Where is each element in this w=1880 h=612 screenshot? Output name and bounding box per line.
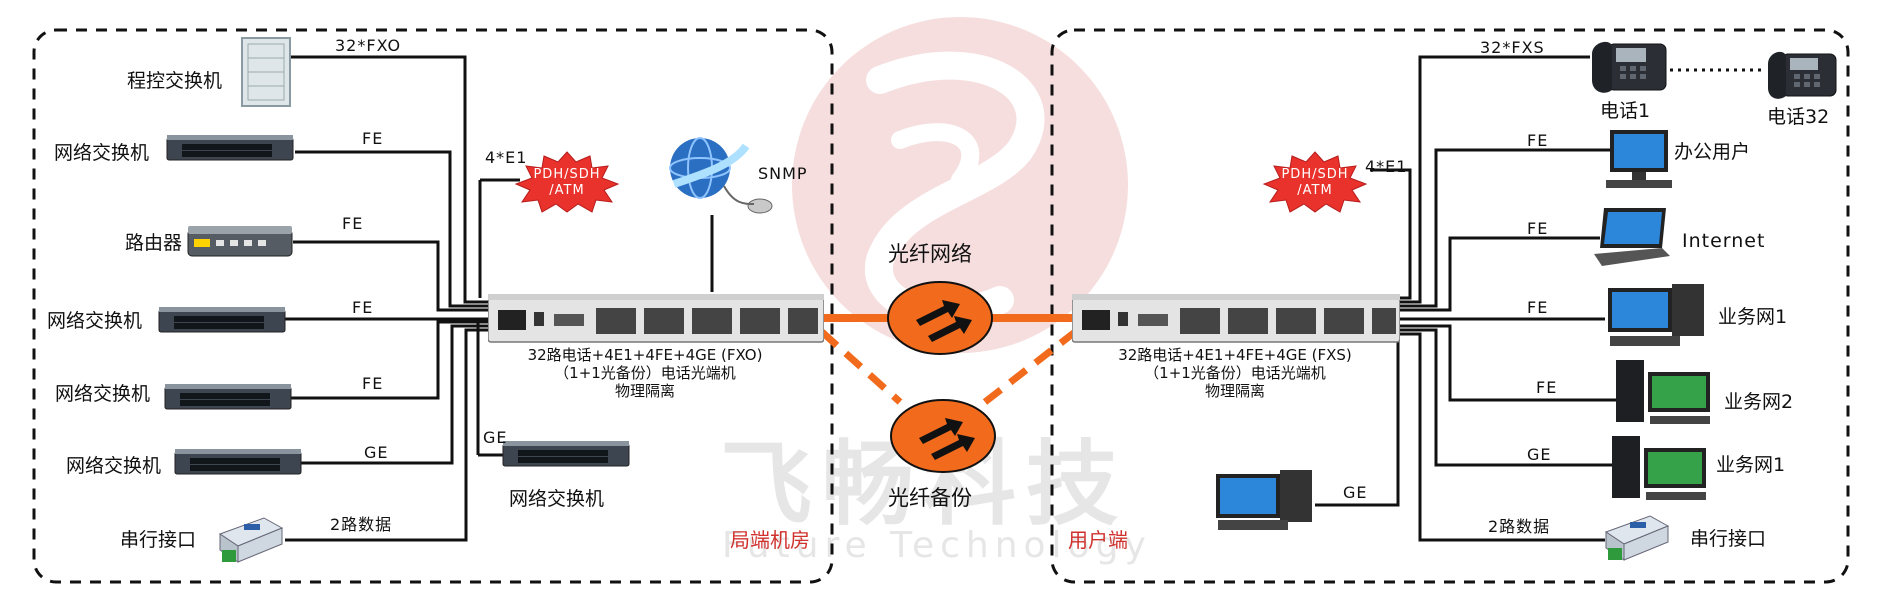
central-device-label-3: 网络交换机 [47,310,143,332]
fiber-main-label: 光纤网络 [888,242,972,266]
fiber-backup-line [819,329,1078,405]
central-device-label-2: 路由器 [125,232,183,254]
central-e1-label: 4*E1 [485,148,528,167]
central-link-0: 32*FXO [335,36,402,55]
network-switch-icon [502,441,630,467]
remote-device-label-0: 办公用户 [1674,141,1751,163]
central-device-line1: 32路电话+4E1+4FE+4GE (FXO) [527,346,763,364]
fiber-network-icon [887,281,993,355]
central-network-label: PDH/SDH /ATM [533,167,601,198]
remote-phone-link: 32*FXS [1480,38,1545,57]
central-device-label-6: 串行接口 [120,529,197,551]
central-link-4: FE [362,374,384,393]
remote-pc-link: GE [1343,483,1368,502]
central-device-label-4: 网络交换机 [55,383,151,405]
remote-optical-terminal [1072,294,1400,343]
remote-device-line2: （1+1光备份）电话光端机 [1144,364,1326,382]
remote-region-border [1050,28,1850,584]
serial-converter-icon [218,517,284,563]
serial-converter-icon [1604,515,1670,561]
network-switch-icon [164,384,292,410]
remote-device-label-2: 业务网1 [1718,306,1788,328]
central-device-label-1: 网络交换机 [54,142,150,164]
phone-icon [1592,41,1667,93]
phone32-label: 电话32 [1767,106,1830,128]
central-region-title: 局端机房 [730,528,810,552]
central-region-border [32,28,834,584]
network-switch-icon [158,307,286,333]
central-device-line2: （1+1光备份）电话光端机 [554,364,736,382]
remote-device-line1: 32路电话+4E1+4FE+4GE (FXS) [1118,346,1352,364]
central-link-6: 2路数据 [330,515,393,534]
remote-e1-label: 4*E1 [1365,157,1408,176]
desktop-pc-icon [1612,436,1706,500]
remote-link-1: FE [1527,219,1549,238]
watermark-en: Future Technology [722,525,1152,566]
remote-device-line3: 物理隔离 [1204,382,1265,400]
snmp-label: SNMP [758,164,808,183]
phone1-label: 电话1 [1600,100,1651,122]
remote-link-0: FE [1527,131,1549,150]
remote-device-label-1: Internet [1682,230,1766,252]
central-link-5: GE [364,443,389,462]
central-device-line3: 物理隔离 [614,382,675,400]
remote-device-label-3: 业务网2 [1724,391,1794,413]
remote-link-5: 2路数据 [1488,517,1551,536]
desktop-pc-icon [1616,360,1710,424]
ge-switch-label: 网络交换机 [509,488,605,510]
desktop-pc-icon [1608,284,1704,346]
phone-icon [1768,51,1837,99]
central-link-3: FE [352,298,374,317]
remote-device-label-4: 业务网1 [1716,454,1786,476]
remote-link-2: FE [1527,298,1549,317]
pbx-cabinet-icon [241,37,291,107]
central-link-1: FE [362,129,384,148]
fiber-backup-label: 光纤备份 [888,486,972,510]
central-device-label-5: 网络交换机 [66,455,162,477]
laptop-icon [1594,208,1670,266]
desktop-pc-icon [1216,470,1312,530]
ge-switch-link: GE [483,428,508,447]
remote-network-label: PDH/SDH /ATM [1281,167,1349,198]
router-icon [187,226,293,257]
remote-link-4: GE [1527,445,1552,464]
central-link-2: FE [342,214,364,233]
central-optical-terminal [488,294,824,343]
monitor-icon [1606,130,1672,188]
central-device-label-0: 程控交换机 [127,70,223,92]
remote-device-label-5: 串行接口 [1690,528,1767,550]
snmp-globe-icon [669,137,773,214]
remote-link-3: FE [1536,378,1558,397]
pdh-sdh-atm-icon [1262,151,1368,213]
network-switch-icon [174,449,302,475]
network-switch-icon [166,135,294,161]
fiber-backup-icon [890,399,996,473]
remote-region-title: 用户端 [1068,528,1128,552]
pdh-sdh-atm-icon [514,151,620,213]
